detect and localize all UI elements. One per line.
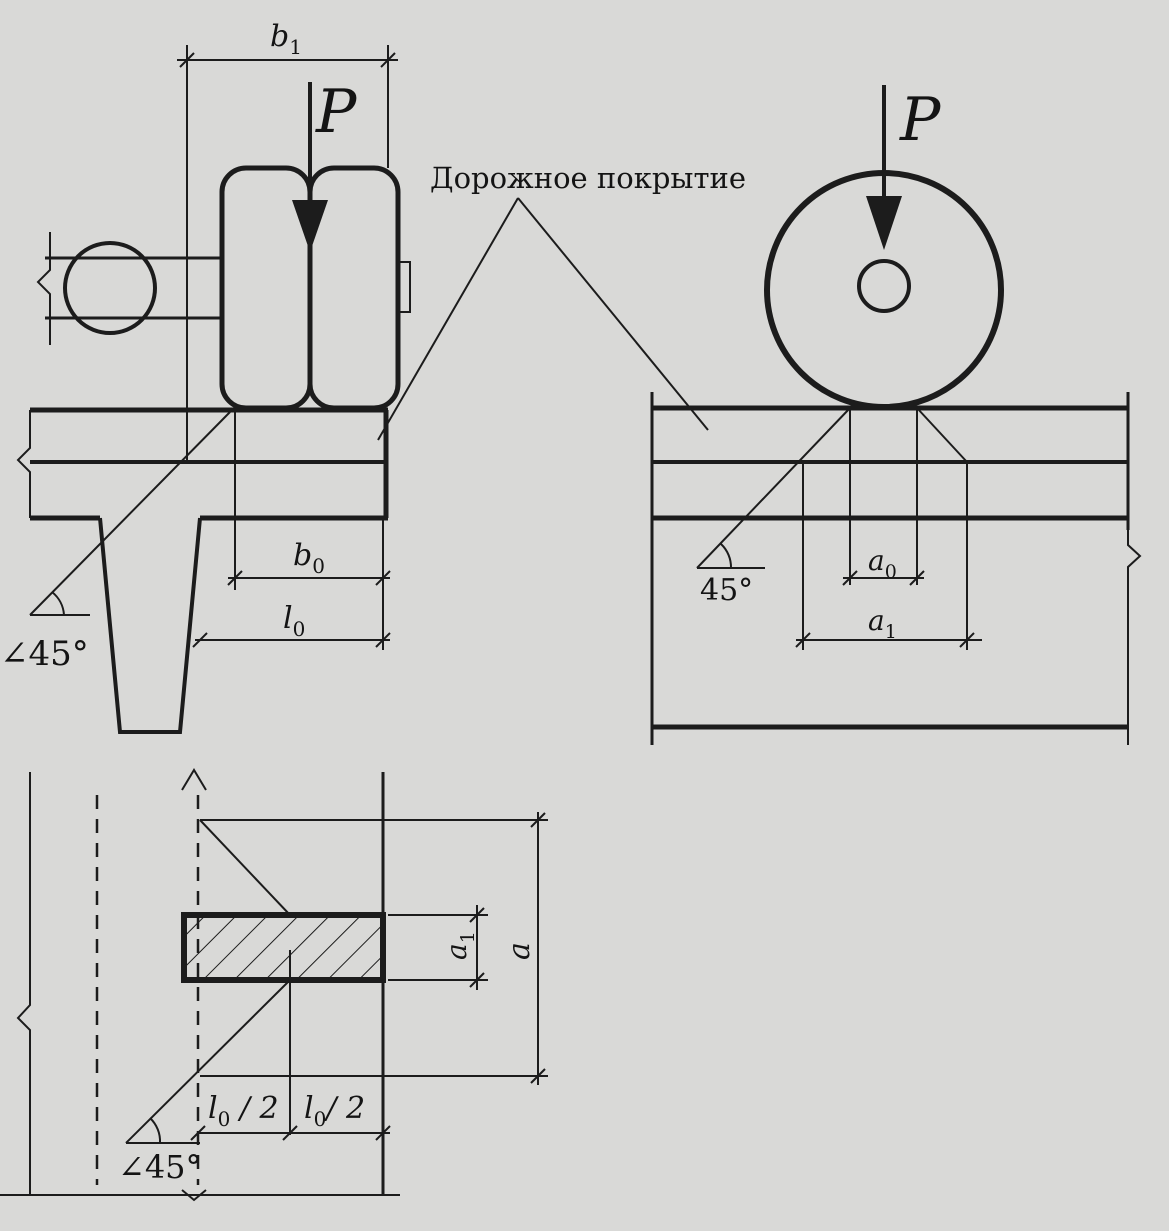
deck-slab-right (650, 392, 1142, 745)
a-dimension (200, 812, 548, 1085)
leader-line-left (377, 197, 519, 441)
longitudinal-section-view: P 45° a0 (650, 85, 1142, 745)
spread-line-left (29, 411, 231, 616)
load-arrow-right (866, 85, 902, 250)
load-patch (181, 912, 386, 983)
plan-view: ∠45° a a1 l0 / 2 l0/ 2 (0, 768, 548, 1202)
angle-label-plan: ∠45° (118, 1148, 202, 1186)
half-span-dimension (190, 1125, 391, 1141)
l0-label: l0 (283, 601, 305, 641)
road-surface-label: Дорожное покрытие (430, 161, 746, 195)
half-l0-right-label: l0/ 2 (304, 1091, 365, 1131)
a0-label: a0 (868, 544, 897, 583)
a1-plan-label: a1 (440, 931, 479, 960)
l0-dimension (192, 632, 391, 648)
a-label: a (502, 942, 537, 960)
angle-label-right: 45° (700, 573, 753, 608)
angle-label-left: ∠45° (0, 634, 89, 674)
load-arrow-left (292, 82, 328, 252)
beam-web (98, 517, 202, 734)
leader-line-right (517, 197, 709, 431)
b1-dimension (177, 45, 398, 462)
load-label-left: P (315, 77, 358, 147)
deck-slab-left (16, 407, 389, 521)
half-l0-left-label: l0 / 2 (208, 1091, 279, 1131)
wheel-hub (857, 259, 911, 313)
spread-line-right (696, 407, 851, 569)
load-label-right: P (899, 85, 942, 155)
a1-plan-dimension (388, 905, 488, 990)
b0-label: b0 (293, 538, 325, 578)
b0-dimension (227, 412, 391, 650)
a1-dimension (795, 462, 982, 650)
a0-dimension (842, 410, 925, 586)
cross-section-view: P b1 ∠45° (0, 19, 411, 734)
a1-label: a1 (868, 604, 897, 643)
b1-label: b1 (270, 19, 302, 59)
